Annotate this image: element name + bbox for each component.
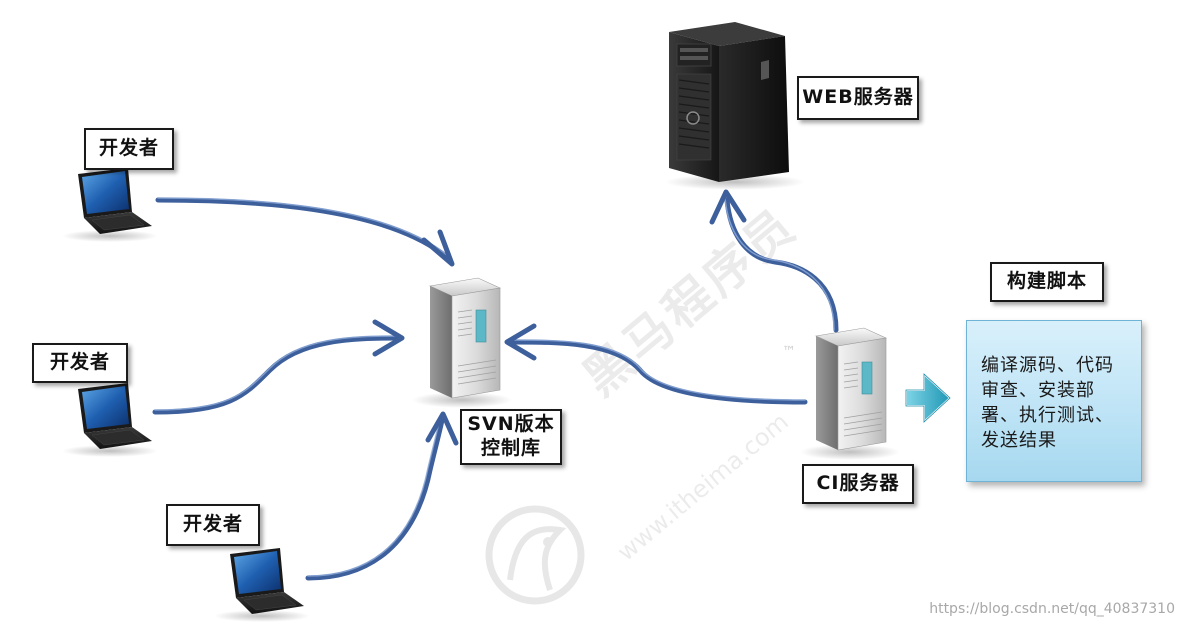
arrow-dev3-to-svn [305,417,445,581]
cyan-arrow-icon [905,373,951,423]
ci-server-label: CI服务器 [802,464,914,504]
developer-label-1: 开发者 [84,128,174,170]
developer-label-2: 开发者 [32,343,128,383]
svn-server-icon [412,277,512,408]
arrow-head-ci-web [709,189,747,225]
watermark-logo [485,505,585,605]
arrow-head-dev2 [372,319,405,357]
svn-label-line-2: 控制库 [480,437,541,459]
web-server-label: WEB服务器 [797,76,919,120]
arrow-dev1-to-svn [155,197,451,261]
web-server-icon [665,22,805,190]
connector-arrows [152,189,839,581]
arrow-head-dev3 [425,411,459,446]
arrow-ci-to-web [724,197,839,333]
source-watermark: https://blog.csdn.net/qq_40837310 [929,601,1175,617]
laptop-icon-2 [62,383,158,457]
laptop-icon-3 [214,548,310,622]
arrow-head-ci-svn [504,323,537,361]
trademark-symbol: ™ [782,344,796,360]
arrow-ci-to-svn [507,339,808,405]
build-script-steps: 编译源码、代码审查、安装部署、执行测试、发送结果 [966,320,1142,482]
arrow-head-dev1 [421,229,455,267]
svn-label: SVN版本 控制库 [460,409,562,465]
laptop-icon-1 [62,168,158,242]
arrow-dev2-to-svn [152,335,403,415]
build-script-label: 构建脚本 [990,262,1104,302]
ci-server-icon [800,327,900,460]
developer-label-3: 开发者 [166,504,260,546]
svn-label-line-1: SVN版本 [467,413,555,436]
